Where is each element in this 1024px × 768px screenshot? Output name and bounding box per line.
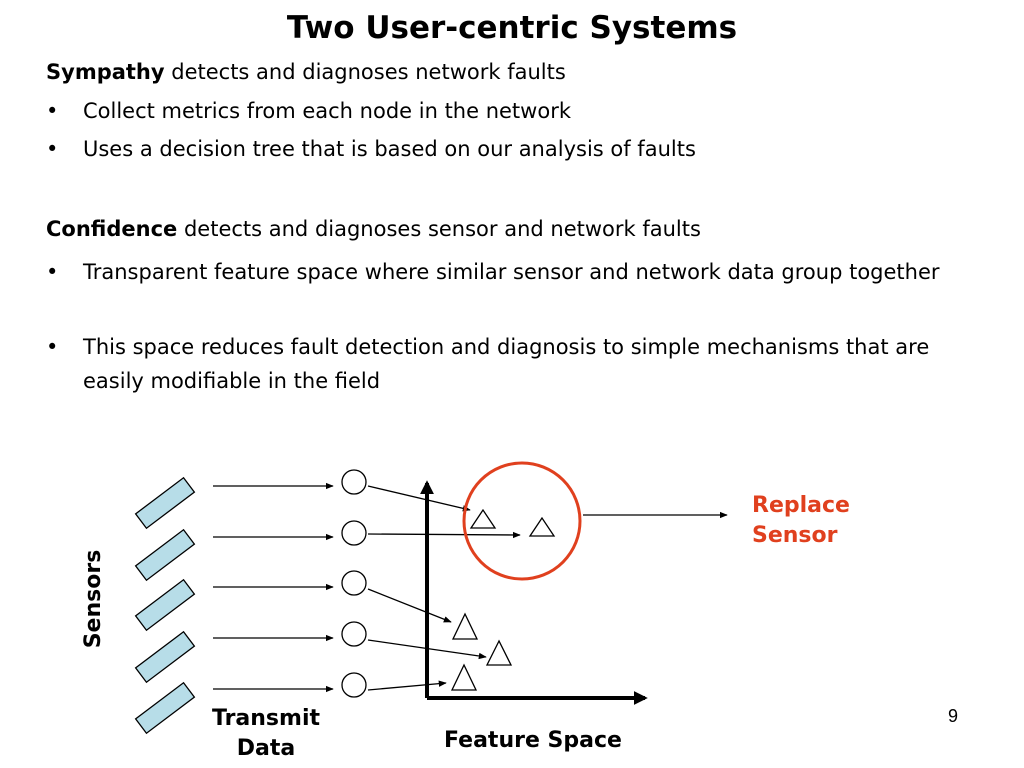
sympathy-bullet-text: Uses a decision tree that is based on ou…	[83, 137, 696, 161]
feature-point-triangle	[469, 508, 497, 529]
transmit-data-label: Transmit Data	[196, 704, 336, 764]
bullet-marker: •	[46, 99, 59, 123]
sensor-device	[134, 528, 196, 582]
feature-space-label: Feature Space	[444, 728, 622, 753]
node-group	[341, 469, 367, 698]
feature-points	[450, 508, 556, 691]
feature-space-axes	[420, 480, 648, 705]
transmit-label-line: Data	[236, 736, 296, 761]
mapping-arrows	[367, 485, 521, 691]
sensor-device	[134, 630, 196, 684]
slide-title: Two User-centric Systems	[286, 10, 738, 46]
confidence-bullet-text: Transparent feature space where similar …	[83, 260, 940, 284]
bullet-marker: •	[46, 260, 59, 284]
confidence-heading: Confidence detects and diagnoses sensor …	[46, 217, 701, 241]
fault-highlight-circle	[462, 461, 582, 581]
sympathy-bullet: • Collect metrics from each node in the …	[46, 94, 946, 128]
replace-label-line: Replace	[752, 493, 850, 518]
sympathy-name: Sympathy	[46, 60, 165, 84]
feature-point-triangle	[450, 663, 478, 691]
replace-sensor-label: Replace Sensor	[752, 491, 850, 551]
mapping-arrow	[367, 588, 452, 623]
bullet-marker: •	[46, 137, 59, 161]
transmit-label-line: Transmit	[211, 706, 321, 731]
confidence-bullet: • This space reduces fault detection and…	[46, 330, 946, 398]
mapping-arrow	[367, 639, 487, 660]
node-circle	[341, 570, 367, 596]
sympathy-bullet-text: Collect metrics from each node in the ne…	[83, 99, 571, 123]
sympathy-description: detects and diagnoses network faults	[164, 60, 566, 84]
sensor-device	[134, 578, 196, 632]
feature-point-triangle	[528, 516, 556, 537]
node-circle	[341, 469, 367, 495]
confidence-bullet: • Transparent feature space where simila…	[46, 255, 946, 289]
replace-label-line: Sensor	[752, 523, 838, 548]
mapping-arrow	[367, 485, 471, 512]
mapping-arrow	[367, 531, 521, 539]
node-circle	[341, 672, 367, 698]
sympathy-bullet: • Uses a decision tree that is based on …	[46, 132, 946, 166]
node-circle	[341, 621, 367, 647]
bullet-marker: •	[46, 335, 59, 359]
feature-point-triangle	[485, 639, 513, 666]
confidence-bullet-text: This space reduces fault detection and d…	[83, 335, 930, 393]
sensor-device	[134, 681, 196, 735]
feature-point-triangle	[451, 612, 479, 640]
page-number: 9	[948, 706, 959, 726]
transmit-arrows	[213, 482, 334, 693]
sensor-device	[134, 476, 196, 530]
confidence-description: detects and diagnoses sensor and network…	[177, 217, 701, 241]
mapping-arrow	[367, 680, 447, 691]
confidence-name: Confidence	[46, 217, 178, 241]
sensors-label: Sensors	[81, 549, 106, 649]
sympathy-heading: Sympathy detects and diagnoses network f…	[46, 60, 566, 84]
sensor-group	[134, 476, 196, 735]
node-circle	[341, 520, 367, 546]
